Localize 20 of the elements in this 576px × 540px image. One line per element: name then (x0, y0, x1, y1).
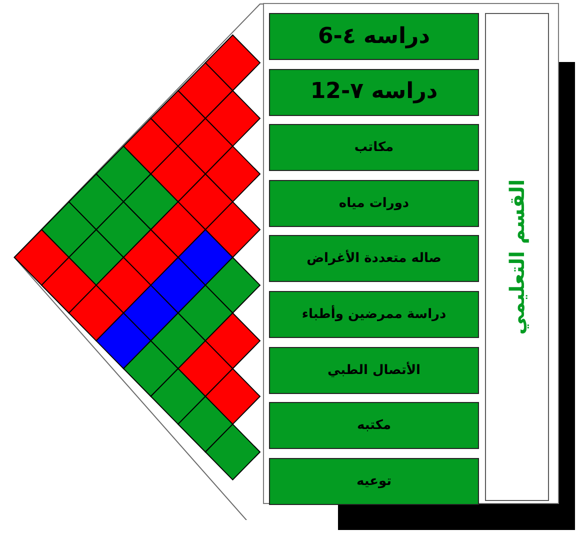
room-label: دورات مياه (338, 196, 410, 211)
room-label: مكتبه (356, 418, 392, 434)
room-box (269, 291, 479, 338)
room-box (269, 235, 479, 282)
room-label: صاله متعددة الأغراض (306, 251, 442, 266)
room-label: دراسة ممرضين وأطباء (302, 307, 446, 322)
room-box (269, 458, 479, 505)
room-box (269, 346, 479, 394)
room-label: دراسه ٤-6 (318, 24, 430, 50)
room-label: الأتصال الطبي (328, 362, 420, 378)
title-panel (485, 13, 549, 501)
room-box (269, 68, 479, 116)
room-box (269, 13, 479, 60)
room-box (269, 180, 479, 227)
room-box (269, 124, 479, 172)
room-label: مكاتب (354, 140, 394, 156)
vertical-title: القسم التعليمي (505, 179, 529, 335)
room-label: دراسه ٧-12 (310, 79, 438, 106)
room-box (269, 402, 479, 450)
room-label: توعيه (356, 474, 392, 489)
